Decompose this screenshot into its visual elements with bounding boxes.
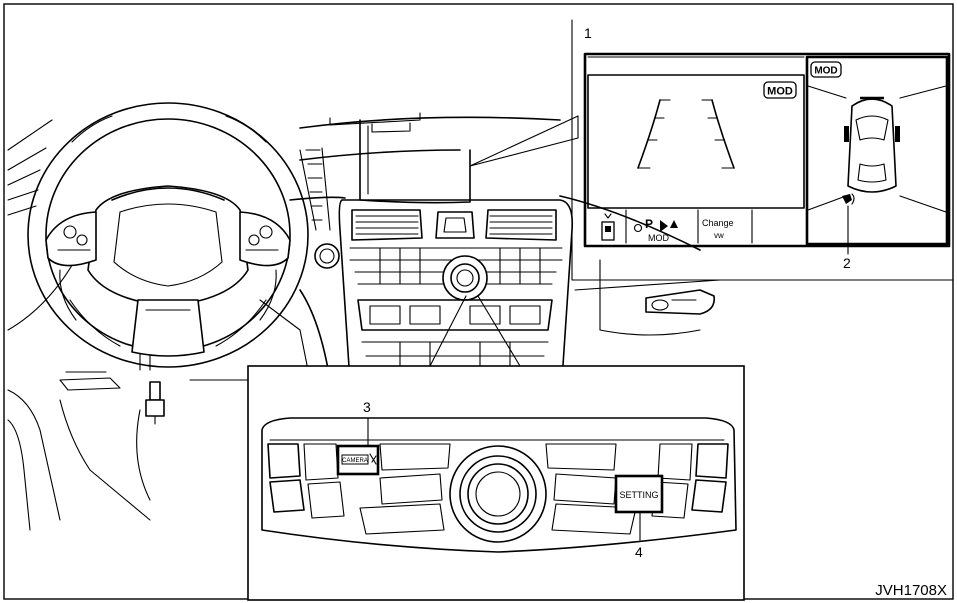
- setting-button-label: SETTING: [619, 490, 658, 500]
- under-dash-detail: [7, 371, 249, 531]
- status-mod-label: MOD: [648, 233, 669, 243]
- console-inset: CAMERA 3 SETTING 4: [247, 295, 745, 601]
- dashboard: [7, 112, 721, 383]
- callout-1: 1: [584, 25, 592, 41]
- status-change-line2: vw: [714, 231, 724, 240]
- callout-3: 3: [363, 399, 371, 415]
- camera-icon: [601, 213, 615, 241]
- steering-wheel-icon: [27, 102, 309, 368]
- callout-2: 2: [843, 255, 851, 271]
- setting-button[interactable]: SETTING: [614, 474, 664, 514]
- car-top-view-icon: [844, 96, 900, 193]
- callout-4: 4: [635, 544, 643, 560]
- mode-badge-left: MOD: [767, 86, 793, 98]
- status-change-line1: Change: [702, 218, 734, 228]
- mode-badge-right: MOD: [814, 66, 837, 77]
- figure-code: JVH1708X: [875, 582, 947, 599]
- sonar-icon: [842, 193, 855, 205]
- display-inset: 1 MOD P MOD Change vw MOD: [469, 19, 954, 281]
- status-park-icon: P: [645, 217, 653, 231]
- camera-button[interactable]: CAMERA: [336, 444, 380, 476]
- control-knob: [449, 445, 547, 543]
- camera-button-label: CAMERA: [342, 458, 368, 464]
